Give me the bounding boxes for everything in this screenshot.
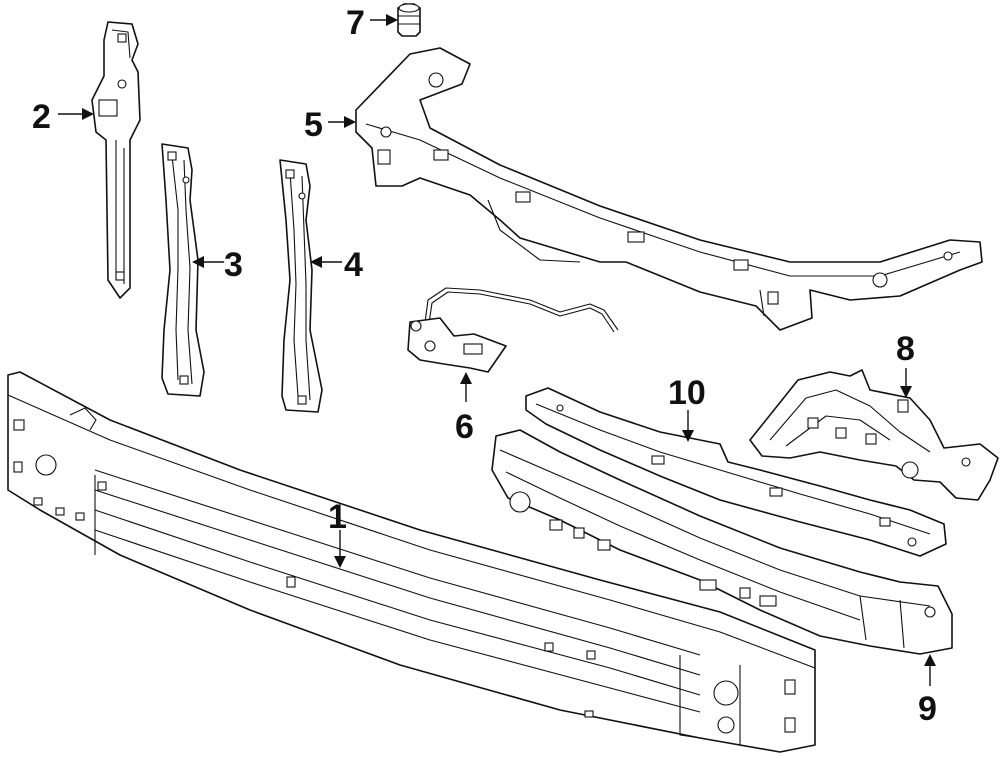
callout-8: 8	[896, 330, 915, 368]
arrow-10	[682, 430, 694, 442]
energy-absorber-part	[525, 387, 947, 557]
bumper-bracket-part	[749, 369, 999, 501]
callout-10: 10	[668, 374, 706, 412]
callout-9: 9	[918, 690, 937, 728]
arrow-3	[192, 256, 204, 268]
arrow-4	[310, 256, 322, 268]
arrow-2	[82, 108, 94, 120]
leader-lines	[58, 14, 936, 686]
callout-labels: 1 2 3 4 5 6 7 8 9 10	[32, 4, 937, 728]
fascia-support-part	[491, 429, 953, 655]
callout-6: 6	[455, 408, 474, 446]
arrow-1	[334, 556, 346, 568]
callout-7: 7	[346, 4, 365, 42]
callout-4: 4	[344, 246, 363, 284]
arrow-8	[900, 386, 912, 398]
callout-1: 1	[328, 498, 347, 536]
upper-tie-bar-part	[355, 47, 983, 331]
upright-bracket-part	[91, 21, 141, 299]
vertical-support-part-4	[279, 159, 323, 413]
arrow-5	[344, 116, 356, 128]
impact-bar-part	[7, 371, 816, 753]
arrow-9	[924, 654, 936, 666]
bumper-stop-part	[397, 3, 421, 37]
callout-3: 3	[224, 246, 243, 284]
arrow-6	[460, 372, 472, 384]
vertical-support-part-3	[161, 143, 205, 397]
callout-2: 2	[32, 98, 51, 136]
callout-5: 5	[304, 106, 323, 144]
hood-latch-part	[407, 287, 619, 373]
arrow-7	[386, 14, 398, 26]
